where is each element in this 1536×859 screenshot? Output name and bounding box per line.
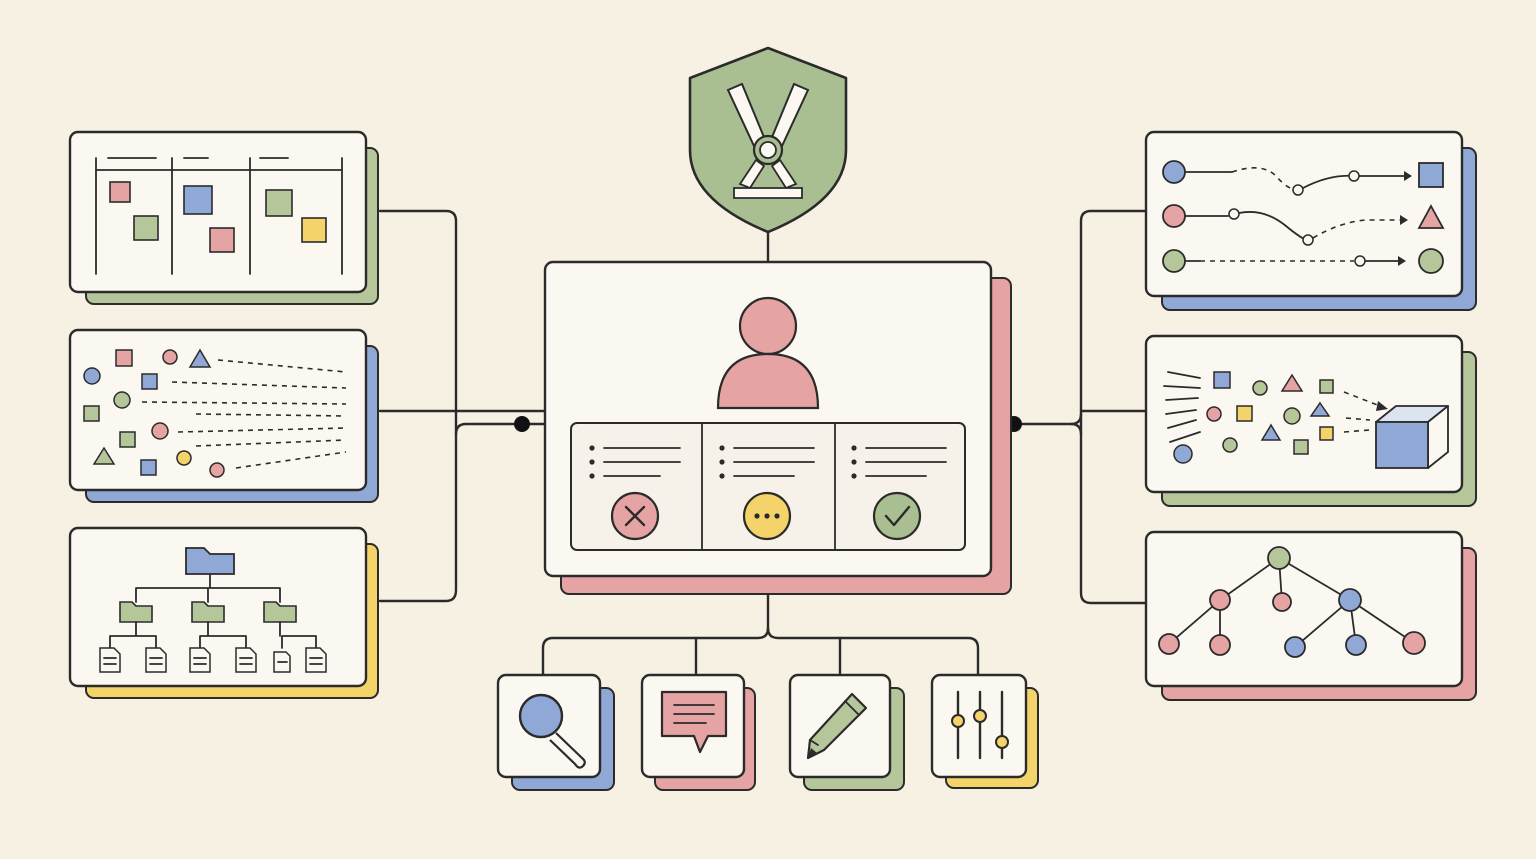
kanban-board-card [68, 130, 379, 305]
tool-search-card[interactable] [496, 673, 615, 791]
scattered-shapes-icon [83, 348, 347, 478]
tool-edit-card[interactable] [788, 673, 905, 791]
node-tree-card [1144, 530, 1477, 701]
path-flows-icon [1162, 160, 1445, 274]
shapes-into-cube-icon [1163, 371, 1449, 469]
review-panel [570, 422, 966, 551]
connector-lines [378, 209, 1148, 678]
tool-chat-card[interactable] [640, 673, 756, 791]
pencil-icon [806, 692, 868, 760]
folder-tree-card [68, 526, 379, 699]
check-circle-icon [872, 491, 922, 541]
user-review-card [543, 260, 1012, 595]
ellipsis-circle-icon [742, 491, 792, 541]
scattered-shapes-card [68, 328, 379, 503]
user-avatar-icon [716, 296, 820, 410]
path-flows-card [1144, 130, 1477, 311]
review-column-approved [851, 445, 947, 541]
x-circle-icon [610, 491, 660, 541]
left-junction-dot [514, 416, 530, 432]
folder-tree-icon [99, 547, 327, 673]
kanban-board-icon [95, 157, 343, 275]
tool-settings-card[interactable] [930, 673, 1039, 789]
safety-harness-shield-icon [688, 46, 848, 234]
review-column-rejected [589, 445, 681, 541]
magnifier-icon [518, 693, 586, 769]
node-tree-icon [1158, 546, 1426, 658]
shapes-into-cube-card [1144, 334, 1477, 507]
chat-bubble-icon [660, 690, 728, 754]
review-column-pending [719, 445, 815, 541]
sliders-icon [951, 690, 1009, 760]
